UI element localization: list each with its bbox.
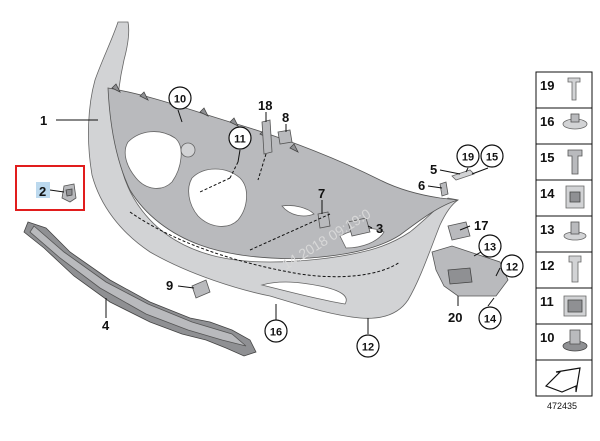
- svg-text:16: 16: [540, 114, 554, 129]
- callout-4[interactable]: 4: [102, 318, 110, 333]
- callout-10-circle[interactable]: 10: [168, 86, 192, 110]
- legend-cell-13[interactable]: 13: [535, 215, 593, 253]
- svg-text:15: 15: [540, 150, 554, 165]
- legend-cell-10[interactable]: 10: [535, 323, 593, 361]
- legend-cell-19[interactable]: 19: [535, 71, 593, 109]
- legend-cell-arrow[interactable]: [535, 359, 593, 397]
- callout-12-circle-right[interactable]: 12: [500, 254, 524, 278]
- legend-cell-11[interactable]: 11: [535, 287, 593, 325]
- legend-cell-14[interactable]: 14: [535, 179, 593, 217]
- callout-15-circle[interactable]: 15: [480, 144, 504, 168]
- svg-text:10: 10: [174, 94, 186, 106]
- callout-16-circle[interactable]: 16: [264, 319, 288, 343]
- callout-14-circle[interactable]: 14: [478, 306, 502, 330]
- bracket-part-8[interactable]: [277, 129, 293, 145]
- svg-text:19: 19: [462, 152, 474, 164]
- callout-6[interactable]: 6: [418, 178, 425, 193]
- callout-20[interactable]: 20: [448, 310, 462, 325]
- callouts: 1 2 3 4 5 6 7 8 9 17 18 20 10 11 19 15 1: [39, 86, 524, 358]
- emblem-mount: [180, 142, 196, 158]
- svg-text:14: 14: [484, 314, 497, 326]
- callout-11-circle[interactable]: 11: [228, 126, 252, 150]
- grille-opening-right: [188, 168, 247, 227]
- highlight-part-2[interactable]: [15, 165, 85, 211]
- legend-cell-15[interactable]: 15: [535, 143, 593, 181]
- bracket-part-9[interactable]: [191, 279, 211, 299]
- legend-cell-12[interactable]: 12: [535, 251, 593, 289]
- svg-text:13: 13: [484, 242, 496, 254]
- bumper-trim-panel[interactable]: [88, 21, 460, 319]
- callout-3[interactable]: 3: [376, 221, 383, 236]
- fastener-legend: 19 16 15 14 13 12: [535, 71, 593, 397]
- clip-strip-part-5[interactable]: [451, 169, 475, 181]
- callout-12-circle-bottom[interactable]: 12: [356, 334, 380, 358]
- svg-text:10: 10: [540, 330, 554, 345]
- grille-opening-left: [124, 131, 182, 189]
- callout-17[interactable]: 17: [474, 218, 488, 233]
- lower-opening-left: [260, 281, 347, 305]
- callout-8[interactable]: 8: [282, 110, 289, 125]
- svg-text:12: 12: [506, 262, 518, 274]
- svg-text:14: 14: [540, 186, 555, 201]
- cover-part-3[interactable]: [347, 217, 371, 237]
- svg-text:12: 12: [540, 258, 554, 273]
- callout-1[interactable]: 1: [40, 113, 47, 128]
- bracket-part-2[interactable]: [61, 183, 77, 203]
- svg-text:12: 12: [362, 342, 374, 354]
- legend-cell-16[interactable]: 16: [535, 107, 593, 145]
- callout-5[interactable]: 5: [430, 162, 437, 177]
- svg-text:15: 15: [486, 152, 498, 164]
- callout-2[interactable]: 2: [39, 184, 46, 199]
- bracket-assembly-part-20[interactable]: [431, 245, 509, 297]
- support-part-6[interactable]: [439, 181, 449, 197]
- callout-7[interactable]: 7: [318, 186, 325, 201]
- lower-spoiler-trim[interactable]: [23, 221, 257, 357]
- document-number: 472435: [547, 401, 577, 411]
- callout-13-circle[interactable]: 13: [478, 234, 502, 258]
- svg-text:11: 11: [234, 134, 246, 146]
- svg-text:19: 19: [540, 78, 554, 93]
- svg-text:13: 13: [540, 222, 554, 237]
- callout-18[interactable]: 18: [258, 98, 272, 113]
- bracket-part-18[interactable]: [261, 119, 273, 155]
- callout-19-circle[interactable]: 19: [456, 144, 480, 168]
- leader-lines: [49, 109, 501, 334]
- clip-part-7[interactable]: [317, 211, 331, 229]
- navigation-arrow-icon: [544, 367, 581, 393]
- svg-text:16: 16: [270, 327, 282, 339]
- svg-text:11: 11: [540, 294, 554, 309]
- bracket-part-17[interactable]: [447, 221, 471, 241]
- callout-9[interactable]: 9: [166, 278, 173, 293]
